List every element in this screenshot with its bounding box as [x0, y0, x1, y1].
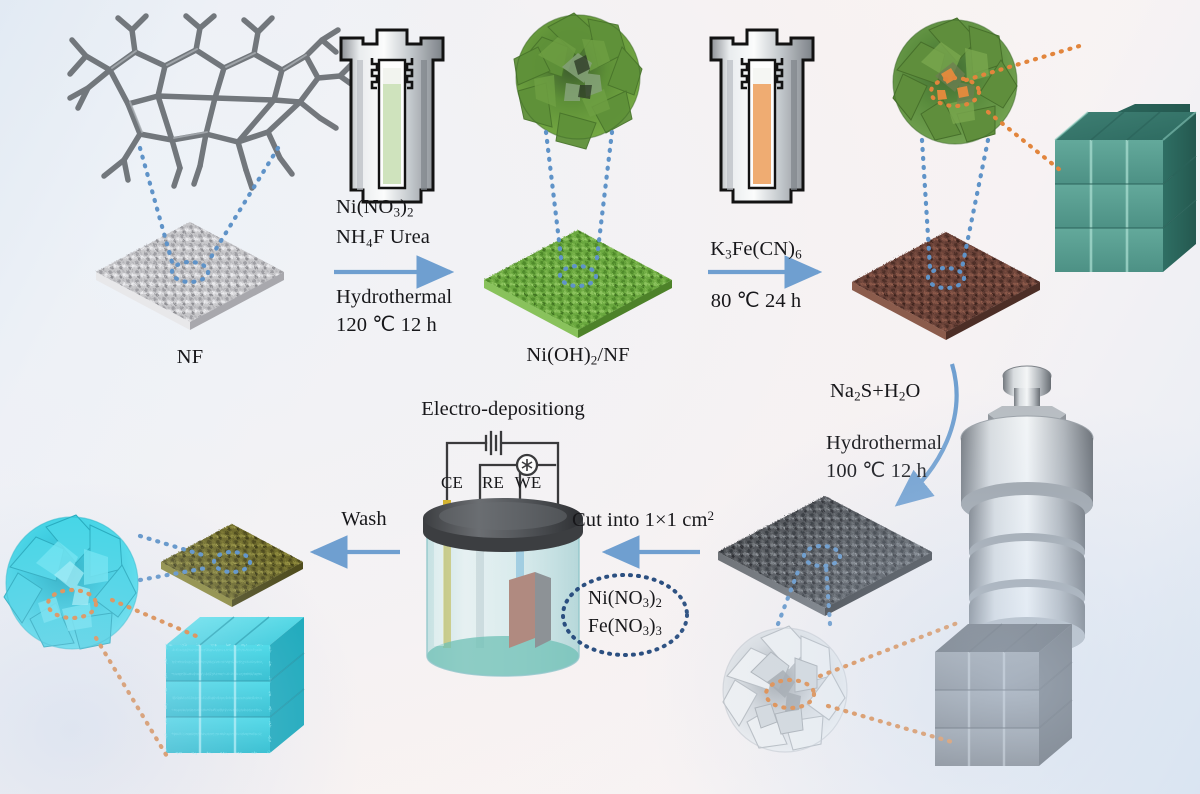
process-arrows [309, 255, 959, 569]
dark-sulfide-plate [718, 496, 932, 616]
three-electrode-cell [423, 430, 583, 677]
step1-reagents-line1: Ni(NO3)2 [336, 196, 414, 220]
material-label-nf: NF [176, 346, 204, 368]
step3-condition-line2: 100 ℃ 12 h [826, 460, 927, 482]
cyan-nanoflower [3, 514, 139, 650]
bath-line1: Ni(NO3)2 [588, 588, 662, 611]
electrode-label-ce: CE [441, 473, 463, 492]
bath-composition-ellipse [561, 573, 689, 657]
green-nickel-hydroxide-plate [484, 230, 672, 338]
autoclave-cross-section-green [339, 28, 445, 204]
callout-lines-orange [45, 41, 1089, 761]
gray-cube-array [935, 623, 1073, 766]
step4-label: Cut into 1×1 cm2 [572, 508, 715, 531]
step1-reagents-line2: NH₄F Urea [336, 226, 431, 248]
bare-nickel-foam-plate [96, 222, 284, 330]
step3-condition-line1: Hydrothermal [826, 432, 943, 454]
white-nanosheet-flower [722, 625, 848, 753]
electrodeposition-title: Electro-depositiong [421, 398, 585, 420]
cyan-cube-array [165, 616, 305, 754]
callout-lines-blue [137, 129, 991, 627]
step1-condition-line1: Hydrothermal [336, 286, 453, 308]
electrode-label-we: WE [514, 473, 542, 492]
nickel-foam-skeleton [67, 13, 357, 191]
step6-label: Wash [341, 508, 387, 530]
arrow-step3 [894, 363, 959, 507]
teal-cube-array [1054, 104, 1197, 272]
green-nanoflower [513, 12, 643, 150]
stainless-autoclave-reactor [960, 365, 1094, 655]
olive-final-catalyst-plate [161, 524, 303, 607]
teal-green-nanoflower [892, 17, 1018, 145]
brown-prussian-blue-plate [852, 232, 1040, 340]
step1-condition-line2: 120 ℃ 12 h [336, 314, 437, 336]
electrode-label-re: RE [482, 473, 504, 492]
material-label-ni-oh-2-nf: Ni(OH)2/NF [526, 344, 630, 368]
step2-condition: 80 ℃ 24 h [710, 290, 802, 312]
step2-reagent: K3Fe(CN)6 [710, 238, 802, 262]
bath-line2: Fe(NO3)3 [588, 616, 662, 639]
autoclave-cross-section-orange [709, 28, 815, 204]
step3-reagent: Na2S+H2O [830, 380, 921, 404]
